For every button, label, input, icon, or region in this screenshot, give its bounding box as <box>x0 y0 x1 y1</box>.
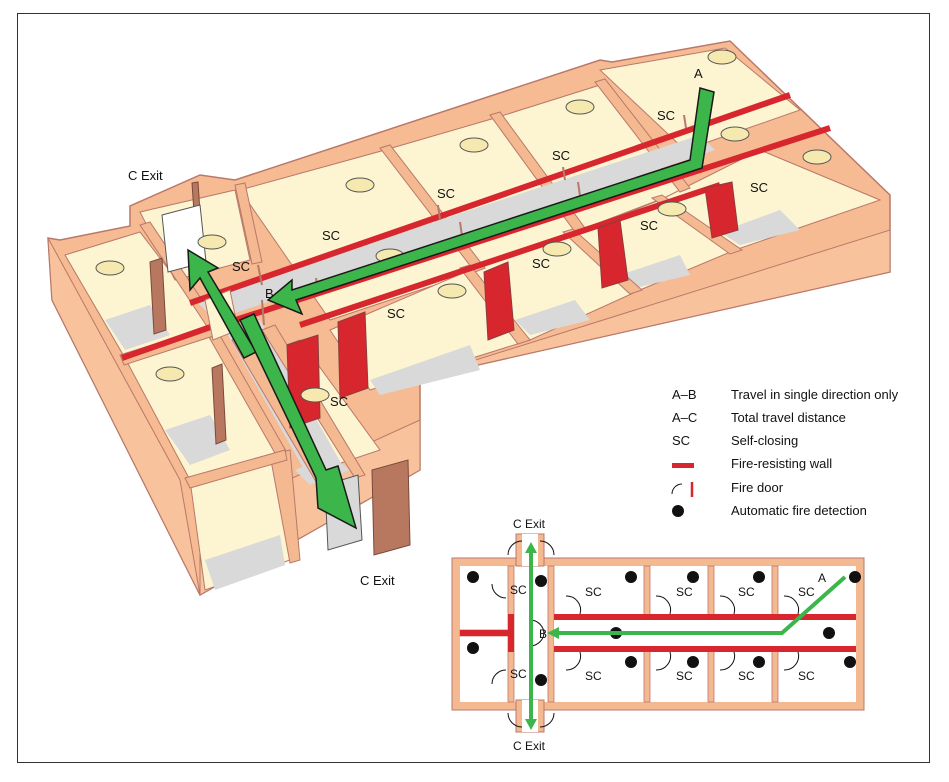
plan-sc-label: SC <box>798 585 815 599</box>
label-sc: SC <box>387 306 405 321</box>
floor-plan: C Exit C Exit A B SC SC SC SC SC SC SC S… <box>451 517 865 753</box>
label-sc: SC <box>750 180 768 195</box>
legend-key: SC <box>672 433 690 448</box>
label-sc: SC <box>640 218 658 233</box>
plan-sc-label: SC <box>510 667 527 681</box>
label-sc: SC <box>232 259 250 274</box>
plan-sc-label: SC <box>585 669 602 683</box>
arrow-b-to-exit-top <box>187 248 258 359</box>
plan-sc-label: SC <box>510 583 527 597</box>
legend: A–B Travel in single direction only A–C … <box>671 387 899 518</box>
label-sc: SC <box>532 256 550 271</box>
legend-text: Travel in single direction only <box>731 387 899 402</box>
plan-sc-label: SC <box>676 585 693 599</box>
legend-text: Fire-resisting wall <box>731 456 832 471</box>
plan-b-label: B <box>539 627 547 641</box>
plan-sc-label: SC <box>798 669 815 683</box>
plan-a-label: A <box>818 571 826 585</box>
arrow-head-icon <box>525 719 537 730</box>
plan-sc-label: SC <box>738 585 755 599</box>
label-sc: SC <box>552 148 570 163</box>
fire-wall-swatch <box>672 463 694 468</box>
isometric-building: A B C Exit C Exit SC SC SC SC SC SC SC S… <box>47 40 891 597</box>
legend-text: Self-closing <box>731 433 798 448</box>
plan-sc-label: SC <box>676 669 693 683</box>
label-a: A <box>694 66 703 81</box>
plan-exit-top-label: C Exit <box>513 517 546 531</box>
label-exit-bottom: C Exit <box>360 573 395 588</box>
arrow-a-to-b <box>266 87 715 316</box>
legend-text: Fire door <box>731 480 784 495</box>
label-sc: SC <box>330 394 348 409</box>
plan-sc-label: SC <box>738 669 755 683</box>
legend-key: A–B <box>672 387 697 402</box>
legend-text: Total travel distance <box>731 410 846 425</box>
detector-dot-icon <box>672 505 684 517</box>
legend-text: Automatic fire detection <box>731 503 867 518</box>
fire-door-icon <box>671 482 694 497</box>
plan-exit-bottom-label: C Exit <box>513 739 546 753</box>
arrow-head-icon <box>547 627 559 639</box>
label-sc: SC <box>437 186 455 201</box>
plan-escape-route <box>529 548 847 724</box>
label-sc: SC <box>322 228 340 243</box>
legend-key: A–C <box>672 410 697 425</box>
arrow-head-icon <box>525 542 537 553</box>
plan-sc-label: SC <box>585 585 602 599</box>
label-sc: SC <box>657 108 675 123</box>
arrow-b-to-exit-bottom <box>238 313 358 530</box>
label-b: B <box>265 286 274 301</box>
label-exit-top: C Exit <box>128 168 163 183</box>
